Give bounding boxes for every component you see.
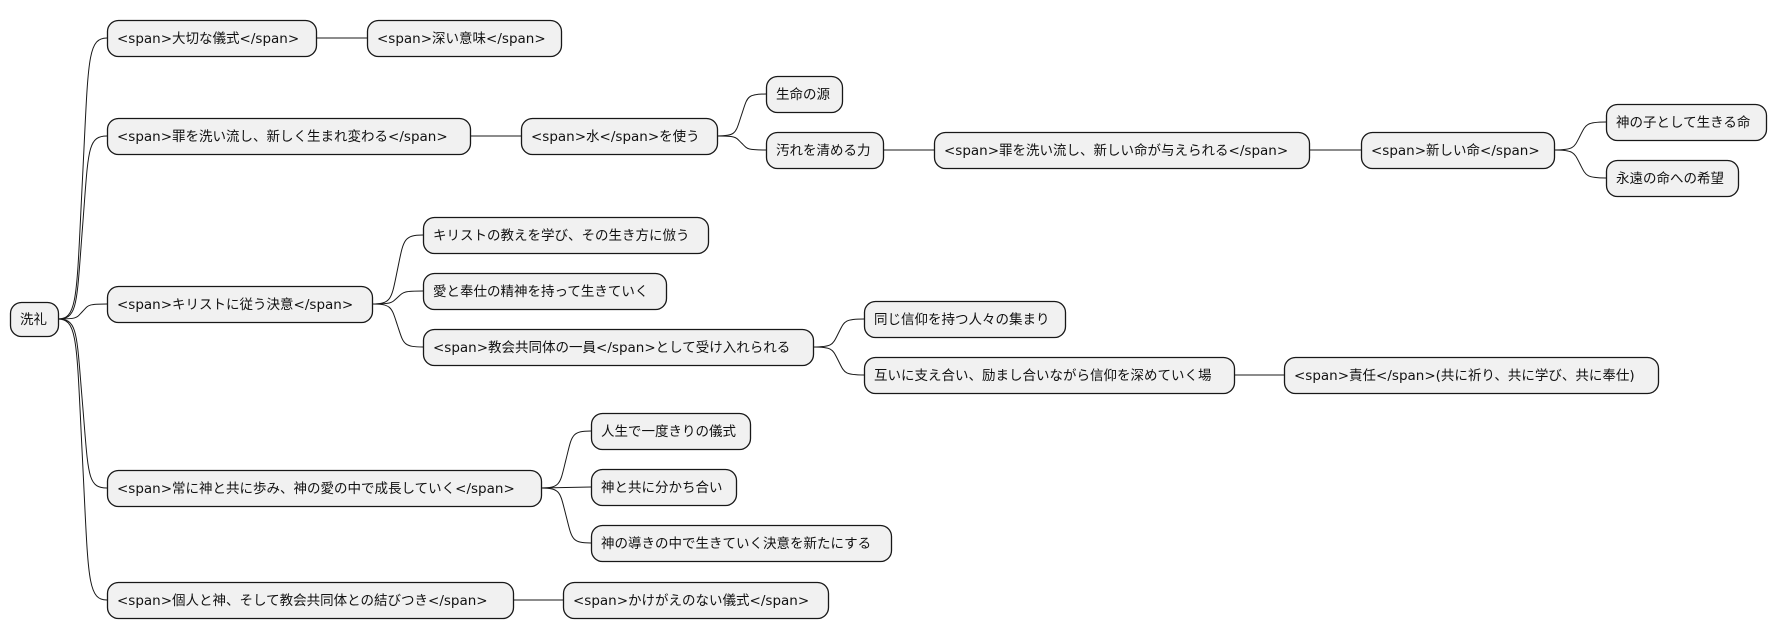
mindmap-node-n2a2a1: <span>新しい命</span> (1360, 131, 1556, 170)
mindmap-node-n4a: 人生で一度きりの儀式 (590, 412, 752, 451)
edge-root-to-n2 (57, 135, 108, 320)
node-label: <span>罪を洗い流し、新しく生まれ変わる</span> (117, 128, 448, 145)
mindmap-node-n2a2a1a: 神の子として生きる命 (1605, 103, 1768, 142)
node-label: <span>個人と神、そして教会共同体との結びつき</span> (117, 593, 488, 609)
node-label: 生命の源 (776, 86, 830, 103)
node-label: 互いに支え合い、励まし合いながら信仰を深めていく場 (874, 368, 1212, 384)
node-box (422, 328, 815, 367)
node-label: キリストの教えを学び、その生き方に倣う (433, 228, 690, 244)
node-box (9, 301, 60, 338)
node-box (422, 216, 710, 255)
node-label: <span>大切な儀式</span> (117, 31, 299, 47)
edges (57, 37, 1607, 601)
node-label: 洗礼 (20, 312, 47, 328)
edge-n3c-to-n3c1 (812, 318, 865, 348)
mindmap-node-n4: <span>常に神と共に歩み、神の愛の中で成長していく</span> (106, 469, 543, 508)
mindmap-node-n4b: 神と共に分かち合い (590, 468, 738, 507)
node-label: 永遠の命への希望 (1616, 170, 1724, 187)
node-label: 汚れを清める力 (776, 143, 871, 159)
edge-n3c-to-n3c2 (812, 346, 865, 376)
node-box (1605, 103, 1768, 142)
edge-n4-to-n4c (540, 487, 592, 544)
node-box (422, 272, 668, 311)
node-label: 同じ信仰を持つ人々の集まり (874, 312, 1050, 328)
mindmap-node-n2a2a1b: 永遠の命への希望 (1605, 159, 1740, 198)
node-box (1283, 356, 1660, 395)
node-label: <span>責任</span>(共に祈り、共に学び、共に奉仕) (1294, 368, 1635, 384)
edge-n2a2a1-to-n2a2a1b (1553, 149, 1607, 179)
mindmap-node-n2a1: 生命の源 (765, 75, 844, 114)
node-box (765, 131, 885, 170)
node-box (106, 285, 374, 324)
node-box (520, 117, 719, 156)
node-box (106, 469, 543, 508)
mindmap-node-n5a: <span>かけがえのない儀式</span> (562, 581, 830, 620)
node-box (562, 581, 830, 620)
mindmap-node-n1: <span>大切な儀式</span> (106, 19, 318, 58)
mindmap-node-n4c: 神の導きの中で生きていく決意を新たにする (590, 524, 893, 563)
edge-root-to-n4 (57, 318, 108, 489)
node-label: <span>教会共同体の一員</span>として受け入れられる (433, 340, 790, 356)
node-box (1605, 159, 1740, 198)
node-box (590, 524, 893, 563)
mindmap-node-n3a: キリストの教えを学び、その生き方に倣う (422, 216, 710, 255)
node-box (106, 19, 318, 58)
node-label: <span>罪を洗い流し、新しい命が与えられる</span> (944, 142, 1288, 159)
edge-root-to-n3 (57, 303, 108, 320)
mindmap-node-n3: <span>キリストに従う決意</span> (106, 285, 374, 324)
mindmap-node-n2a2: 汚れを清める力 (765, 131, 885, 170)
node-box (863, 300, 1067, 339)
mindmap-node-n2: <span>罪を洗い流し、新しく生まれ変わる</span> (106, 117, 472, 156)
edge-n2a-to-n2a1 (716, 93, 767, 137)
node-label: <span>新しい命</span> (1371, 142, 1540, 159)
mindmap-node-n3c1: 同じ信仰を持つ人々の集まり (863, 300, 1067, 339)
node-box (1360, 131, 1556, 170)
mindmap-node-n5: <span>個人と神、そして教会共同体との結びつき</span> (106, 581, 515, 620)
mindmap-node-n3c2a: <span>責任</span>(共に祈り、共に学び、共に奉仕) (1283, 356, 1660, 395)
mindmap-node-n3b: 愛と奉仕の精神を持って生きていく (422, 272, 668, 311)
edge-n3-to-n3c (371, 303, 424, 348)
node-box (933, 131, 1311, 170)
mindmap-node-n1a: <span>深い意味</span> (366, 19, 563, 58)
node-label: <span>水</span>を使う (531, 128, 700, 145)
edge-root-to-n1 (57, 37, 108, 320)
node-label: 神の子として生きる命 (1616, 114, 1751, 131)
node-label: 神の導きの中で生きていく決意を新たにする (601, 535, 871, 552)
node-box (106, 581, 515, 620)
mindmap-node-n3c: <span>教会共同体の一員</span>として受け入れられる (422, 328, 815, 367)
node-box (366, 19, 563, 58)
edge-n4-to-n4a (540, 430, 592, 489)
mindmap-node-n3c2: 互いに支え合い、励まし合いながら信仰を深めていく場 (863, 356, 1236, 395)
node-label: 神と共に分かち合い (601, 480, 723, 496)
node-label: 愛と奉仕の精神を持って生きていく (433, 284, 648, 300)
node-label: <span>深い意味</span> (377, 30, 546, 47)
node-box (863, 356, 1236, 395)
node-box (590, 412, 752, 451)
nodes: 洗礼 <span>大切な儀式</span> <span>深い意味</span> <sp… (9, 19, 1768, 620)
node-box (106, 117, 472, 156)
node-label: <span>キリストに従う決意</span> (117, 296, 353, 313)
node-box (590, 468, 738, 507)
edge-n2a-to-n2a2 (716, 135, 767, 151)
edge-n3-to-n3b (371, 290, 424, 305)
edge-root-to-n5 (57, 318, 108, 601)
mindmap-node-n2a2a: <span>罪を洗い流し、新しい命が与えられる</span> (933, 131, 1311, 170)
node-label: 人生で一度きりの儀式 (601, 424, 736, 440)
node-label: <span>常に神と共に歩み、神の愛の中で成長していく</span> (117, 481, 515, 497)
mindmap-node-n2a: <span>水</span>を使う (520, 117, 719, 156)
edge-n4-to-n4b (540, 486, 592, 489)
root-node: 洗礼 (9, 301, 60, 338)
node-box (765, 75, 844, 114)
edge-n3-to-n3a (371, 234, 424, 305)
node-label: <span>かけがえのない儀式</span> (573, 593, 809, 609)
edge-n2a2a1-to-n2a2a1a (1553, 121, 1607, 151)
